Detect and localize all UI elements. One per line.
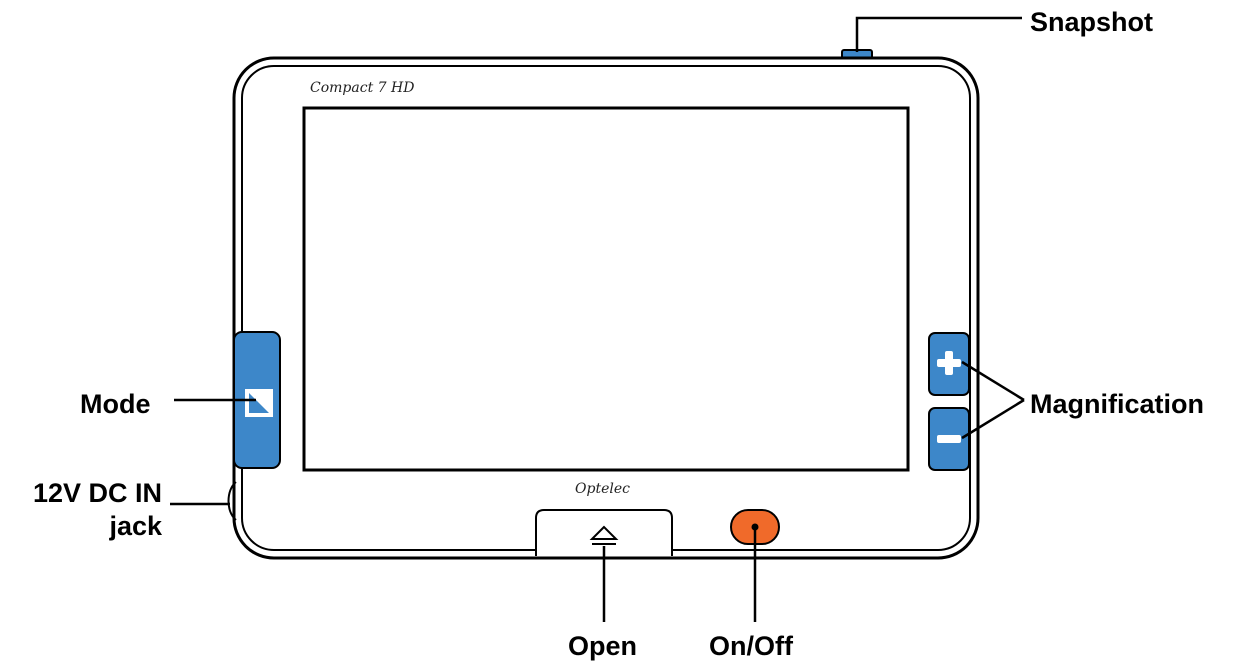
eject-icon xyxy=(589,525,619,545)
on-off-label: On/Off xyxy=(709,631,793,661)
open-flap[interactable] xyxy=(535,509,673,556)
open-label: Open xyxy=(568,631,638,661)
model-name: Compact 7 HD xyxy=(310,80,414,96)
dot-icon xyxy=(751,523,759,531)
screen xyxy=(302,106,910,472)
mode-label: Mode xyxy=(80,389,151,419)
dc-jack-label-line2: jack xyxy=(109,511,162,541)
snapshot-label: Snapshot xyxy=(1030,7,1154,37)
snapshot-callout-line xyxy=(855,16,1022,52)
plus-icon xyxy=(937,351,961,375)
mode-triangle-icon xyxy=(245,389,273,417)
dc-jack-label-line1: 12V DC IN xyxy=(32,478,162,508)
minus-icon xyxy=(937,435,961,443)
brand-name: Optelec xyxy=(575,481,630,497)
magnify-plus-callout-line xyxy=(961,360,1025,402)
magnification-label: Magnification xyxy=(1030,389,1204,419)
dc-jack[interactable] xyxy=(227,481,237,521)
magnify-minus-callout-line xyxy=(961,398,1025,440)
